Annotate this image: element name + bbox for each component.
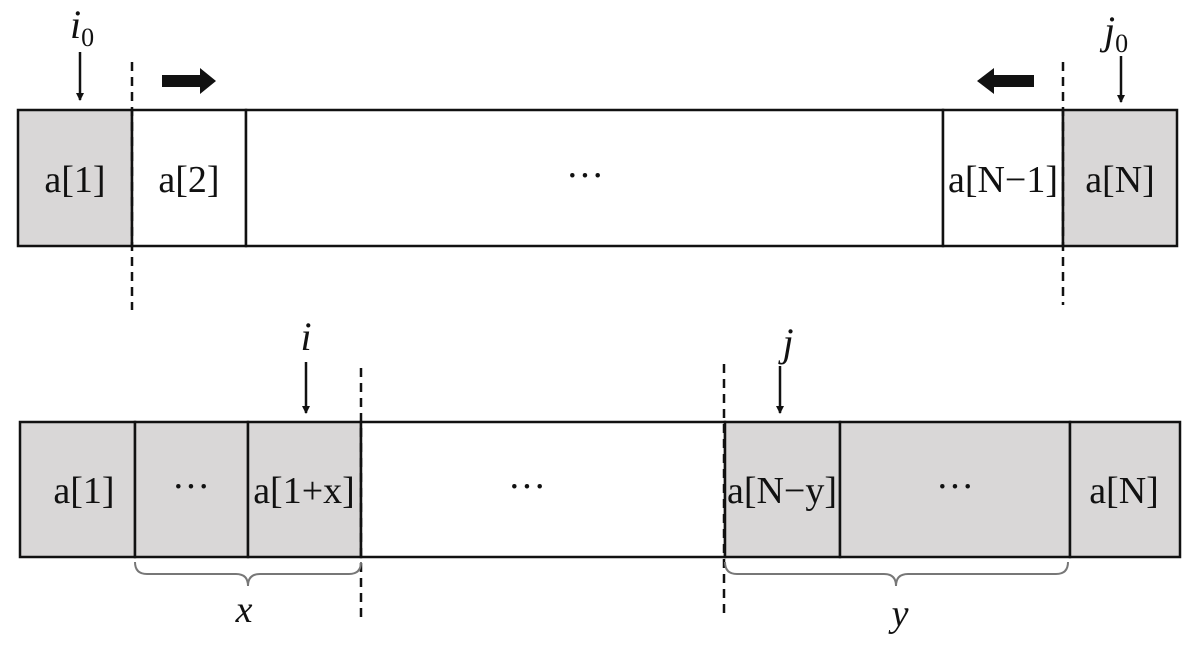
bottom-cell-label: a[N] — [1089, 470, 1159, 512]
pointer-i-label: i — [300, 314, 311, 359]
top-cell-label: a[N] — [1085, 159, 1155, 201]
pointer-i: i — [300, 314, 312, 414]
bottom-array: a[1] ··· a[1+x] ··· a[N−y] ··· a[N] i j … — [18, 314, 1182, 635]
brace-x-label: x — [235, 589, 253, 631]
top-cell-aN — [1061, 108, 1179, 248]
pointer-j-label: j — [777, 320, 793, 365]
bottom-cell-a1 — [18, 420, 137, 559]
top-cell-label: ··· — [566, 155, 604, 197]
top-array: a[1] a[2] ··· a[N−1] a[N] i0 j0 — [16, 2, 1179, 310]
top-cell-a2 — [130, 108, 248, 248]
bottom-cell-label: ··· — [936, 466, 974, 508]
bottom-cell-label: ··· — [508, 466, 546, 508]
brace-y-label: y — [888, 593, 909, 635]
pointer-i0: i0 — [70, 2, 94, 101]
pointer-j0: j0 — [1099, 8, 1128, 103]
top-cell-middle — [244, 108, 945, 248]
top-cell-label: a[N−1] — [948, 159, 1058, 201]
bottom-cell-label: a[1] — [53, 470, 114, 512]
bottom-cell-a1x — [246, 420, 363, 559]
bottom-cell-ellipsis-right — [838, 420, 1072, 559]
pointer-j: j — [776, 320, 794, 414]
brace-y — [724, 561, 1069, 587]
scan-left-arrow — [977, 68, 1034, 94]
bottom-cell-aN — [1068, 420, 1182, 559]
top-cell-label: a[1] — [44, 159, 105, 201]
bottom-cell-label: a[N−y] — [727, 470, 837, 512]
scan-right-arrow — [162, 68, 216, 94]
top-cell-a1 — [16, 108, 134, 248]
top-cell-label: a[2] — [158, 159, 219, 201]
bottom-cell-label: ··· — [172, 466, 210, 508]
brace-x — [134, 561, 362, 587]
pointer-j0-label: j0 — [1099, 8, 1128, 58]
pointer-i0-label: i0 — [70, 2, 94, 52]
bottom-cell-label: a[1+x] — [253, 470, 355, 512]
